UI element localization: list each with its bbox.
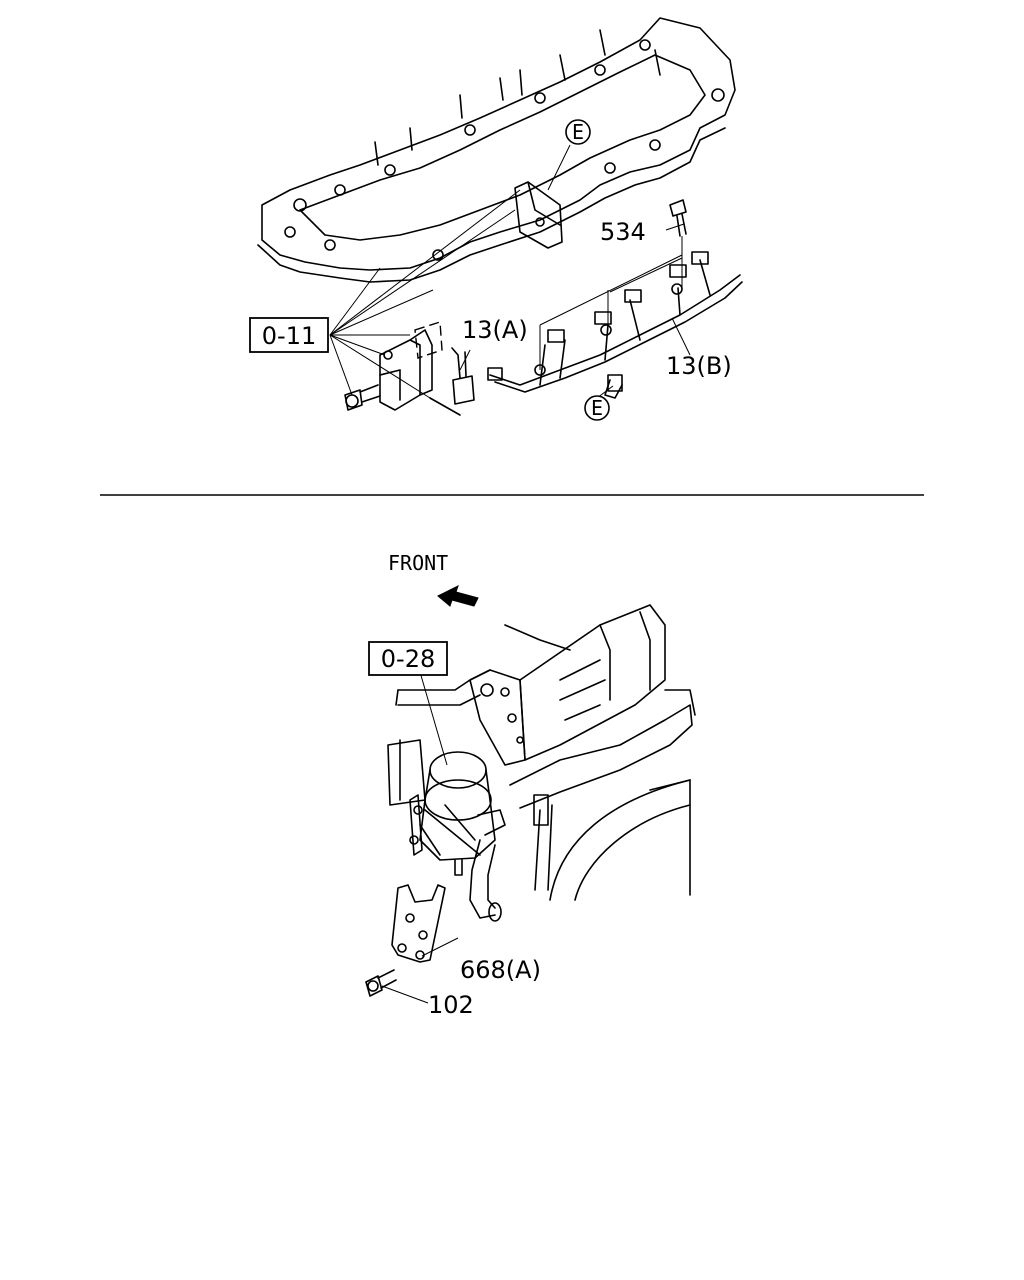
filter-assembly (409, 751, 506, 922)
sensor-bracket (379, 321, 461, 416)
engine-block (387, 604, 696, 901)
ref-label-0-11: 0-11 (262, 322, 316, 350)
part-label-668a: 668(A) (460, 956, 541, 984)
front-arrow-icon (437, 585, 479, 607)
callout-e-top: E (565, 119, 591, 145)
harness-connectors (487, 251, 709, 392)
oil-pan-outline (261, 17, 736, 271)
upper-section: 0-11 534 13(A) 13(B) E E (249, 17, 743, 421)
front-label: FRONT (388, 551, 448, 575)
harness-bracket (514, 181, 563, 249)
wiring-harness (487, 251, 743, 399)
rail-bosses (284, 39, 725, 261)
bolt-534 (669, 199, 687, 237)
ref-box-0-28 (368, 641, 448, 676)
lower-section: FRONT (365, 551, 696, 1019)
part-label-534: 534 (600, 218, 646, 246)
part-label-13b: 13(B) (666, 352, 732, 380)
connector-13a (451, 347, 475, 405)
rail-steps (374, 29, 661, 166)
svg-text:E: E (591, 396, 603, 420)
part-label-13a: 13(A) (462, 316, 528, 344)
leader-lines-lower (381, 671, 459, 1004)
bracket-668a (391, 884, 446, 963)
ref-box-0-11 (249, 317, 329, 353)
leader-lines-upper (329, 189, 691, 399)
bolt-102 (365, 969, 397, 997)
svg-text:E: E (572, 120, 584, 144)
gasket-edge (257, 127, 726, 283)
ref-label-0-28: 0-28 (381, 645, 435, 673)
oil-pan-inner (299, 54, 706, 241)
part-label-102: 102 (428, 991, 474, 1019)
callout-e-bottom: E (584, 395, 610, 421)
bolt-left (344, 384, 381, 411)
